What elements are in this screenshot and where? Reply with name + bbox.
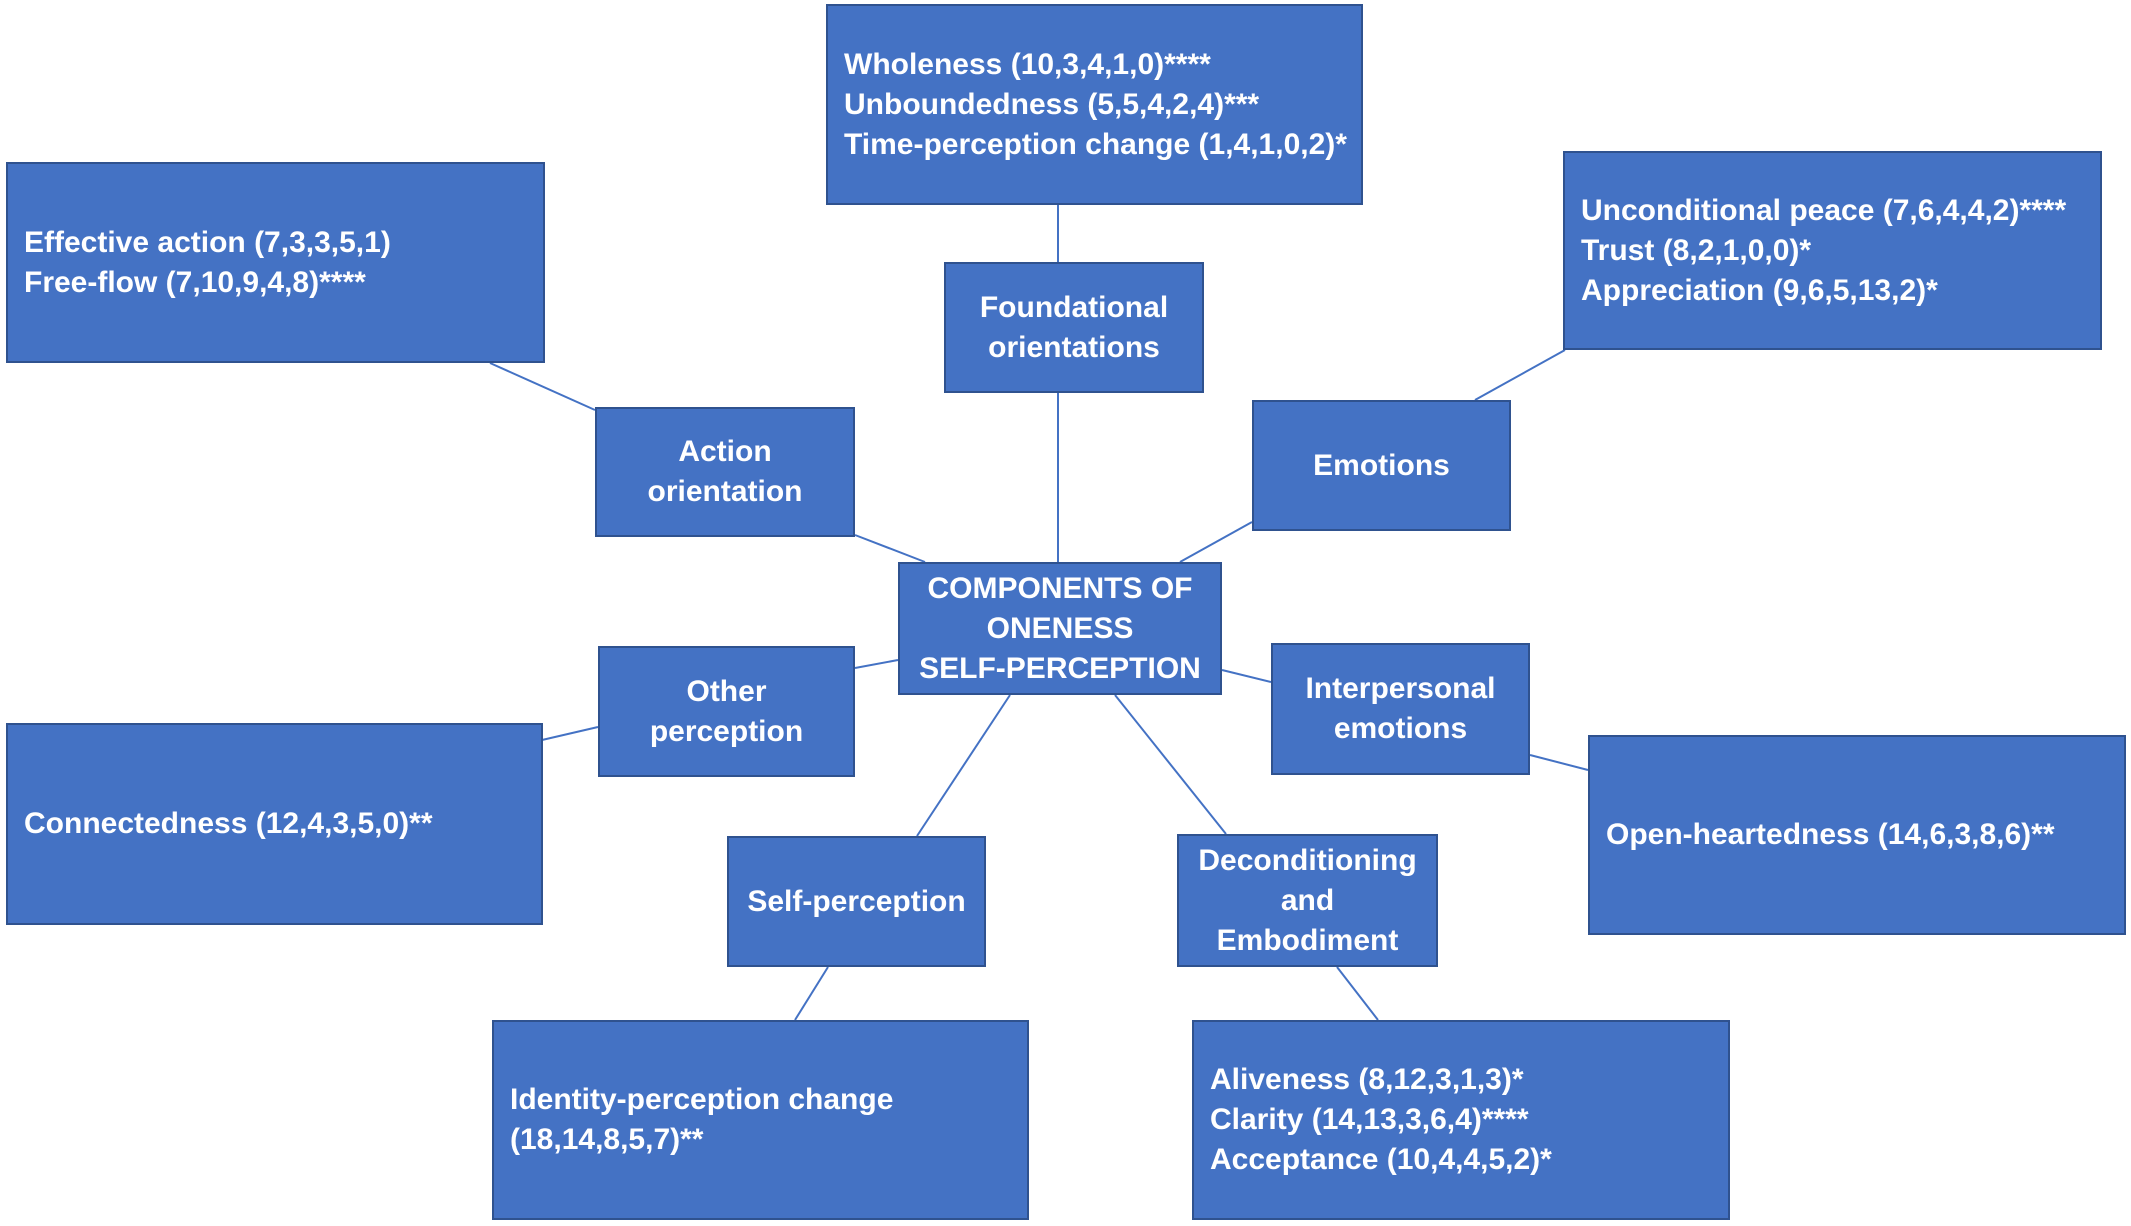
detail-item: Appreciation (9,6,5,13,2)* (1581, 273, 1938, 307)
detail-item: Acceptance (10,4,4,5,2)* (1210, 1143, 1552, 1176)
category-label-line-1: Action (678, 435, 772, 468)
detail-item: Wholeness (10,3,4,1,0)**** (844, 47, 1211, 81)
detail-action-orientation: Effective action (7,3,3,5,1) Free-flow (… (6, 162, 545, 363)
category-action-orientation: Action orientation (595, 407, 855, 537)
connector-decond-detail (1336, 966, 1379, 1021)
detail-item: Aliveness (8,12,3,1,3)* (1210, 1063, 1524, 1096)
connector-interpersonal-detail (1529, 754, 1589, 771)
connector-decond-core (1114, 694, 1227, 835)
detail-item: Unconditional peace (7,6,4,4,2)**** (1581, 193, 2067, 227)
core-line-3: SELF-PERCEPTION (919, 651, 1201, 685)
detail-item: (18,14,8,5,7)** (510, 1123, 704, 1156)
core-concept-box: COMPONENTS OF ONENESS SELF-PERCEPTION (898, 562, 1222, 695)
connector-action-detail (489, 362, 596, 411)
detail-item: Unboundedness (5,5,4,2,4)*** (844, 87, 1260, 121)
category-other-perception: Other perception (598, 646, 855, 777)
detail-item: Clarity (14,13,3,6,4)**** (1210, 1103, 1529, 1136)
detail-item: Effective action (7,3,3,5,1) (24, 225, 391, 259)
connector-self-detail (794, 966, 829, 1021)
category-label-line-1: Self-perception (747, 884, 966, 918)
category-label-line-2: emotions (1333, 712, 1468, 745)
category-label-line-2: perception (649, 714, 804, 748)
detail-item: Trust (8,2,1,0,0)* (1581, 233, 1812, 267)
connector-self-core (916, 694, 1011, 837)
connector-other-detail (541, 726, 599, 741)
core-line-2: ONENESS (986, 611, 1134, 645)
category-label-line-2: orientations (988, 330, 1160, 364)
detail-self-perception: Identity-perception change (18,14,8,5,7)… (492, 1020, 1029, 1220)
category-label-line-1: Foundational (979, 290, 1169, 324)
category-label-line-1: Deconditioning (1198, 843, 1417, 877)
detail-item: Connectedness (12,4,3,5,0)** (24, 807, 433, 840)
detail-item: Open-heartedness (14,6,3,8,6)** (1606, 818, 2055, 851)
connector-action-core (854, 534, 926, 563)
detail-foundational-orientations: Wholeness (10,3,4,1,0)**** Unboundedness… (826, 4, 1363, 205)
category-label-line-2: orientation (647, 475, 803, 508)
detail-item: Free-flow (7,10,9,4,8)**** (24, 265, 366, 299)
category-label-line-1: Emotions (1313, 448, 1450, 482)
category-foundational-orientations: Foundational orientations (944, 262, 1204, 393)
category-label-line-1: Other (686, 674, 767, 708)
connector-other-core (854, 659, 899, 669)
detail-item: Time-perception change (1,4,1,0,2)* (844, 127, 1347, 161)
category-label-line-2: and (1280, 883, 1335, 917)
detail-emotions: Unconditional peace (7,6,4,4,2)**** Trus… (1563, 151, 2102, 350)
category-label-line-3: Embodiment (1216, 923, 1399, 957)
category-self-perception: Self-perception (727, 836, 986, 967)
connector-emotions-detail (1474, 349, 1566, 401)
detail-item: Identity-perception change (510, 1083, 894, 1116)
category-emotions: Emotions (1252, 400, 1511, 531)
core-line-1: COMPONENTS OF (927, 571, 1193, 605)
detail-other-perception: Connectedness (12,4,3,5,0)** (6, 723, 543, 925)
category-interpersonal-emotions: Interpersonal emotions (1271, 643, 1530, 775)
category-label-line-1: Interpersonal (1305, 672, 1496, 705)
connector-emotions-core (1179, 521, 1253, 563)
detail-deconditioning-embodiment: Aliveness (8,12,3,1,3)* Clarity (14,13,3… (1192, 1020, 1730, 1220)
connector-interpersonal-core (1221, 669, 1272, 683)
category-deconditioning-embodiment: Deconditioning and Embodiment (1177, 834, 1438, 967)
detail-interpersonal-emotions: Open-heartedness (14,6,3,8,6)** (1588, 735, 2126, 935)
